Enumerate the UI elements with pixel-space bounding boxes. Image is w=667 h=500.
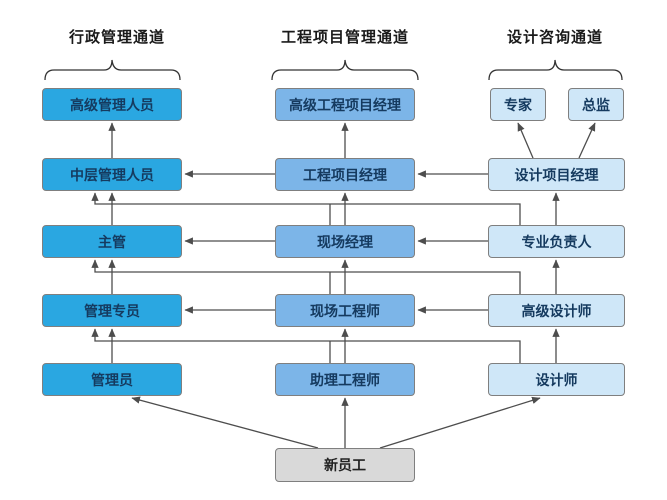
node-management-specialist: 管理专员 <box>42 294 182 327</box>
node-administrator: 管理员 <box>42 363 182 396</box>
brace-project <box>271 59 419 81</box>
node-supervisor: 主管 <box>42 225 182 258</box>
node-project-manager: 工程项目经理 <box>275 158 415 191</box>
channel-title-design: 设计咨询通道 <box>506 29 603 46</box>
channel-title-project: 工程项目管理通道 <box>280 29 409 46</box>
node-new-employee: 新员工 <box>275 448 415 482</box>
channel-title-admin: 行政管理通道 <box>68 29 165 46</box>
node-senior-management: 高级管理人员 <box>42 88 182 121</box>
node-site-manager: 现场经理 <box>275 225 415 258</box>
node-assistant-engineer: 助理工程师 <box>275 363 415 396</box>
node-expert: 专家 <box>490 88 546 121</box>
node-site-engineer: 现场工程师 <box>275 294 415 327</box>
node-director: 总监 <box>568 88 624 121</box>
brace-admin <box>44 59 181 81</box>
node-designer: 设计师 <box>488 363 625 396</box>
node-discipline-lead: 专业负责人 <box>488 225 625 258</box>
promotion-arrows <box>91 122 596 449</box>
channel-braces <box>44 59 623 81</box>
brace-design <box>488 59 623 81</box>
node-senior-project-manager: 高级工程项目经理 <box>275 88 415 121</box>
node-design-project-manager: 设计项目经理 <box>488 158 625 191</box>
node-senior-designer: 高级设计师 <box>488 294 625 327</box>
node-middle-management: 中层管理人员 <box>42 158 182 191</box>
